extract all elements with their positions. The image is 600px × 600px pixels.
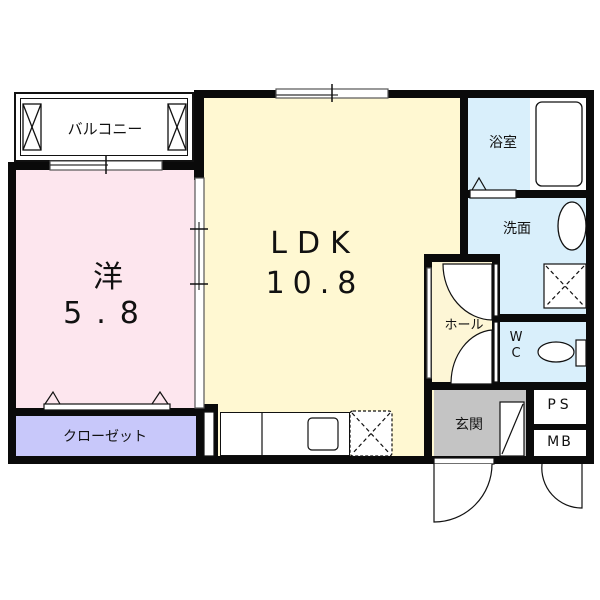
ldk-label: LDK	[270, 226, 360, 261]
toilet-label-w: W	[509, 330, 523, 345]
western-room	[14, 170, 196, 412]
ps-label: PS	[547, 397, 573, 413]
wall	[196, 408, 204, 460]
hall-door-icon	[426, 263, 499, 385]
wall	[586, 90, 594, 464]
toilet-label-c: C	[511, 346, 521, 361]
bathtub-icon	[535, 101, 583, 187]
bath-door-icon	[469, 176, 517, 199]
window-icon	[49, 84, 389, 409]
ps-box	[534, 388, 586, 424]
wall	[196, 90, 594, 98]
bathroom	[468, 98, 530, 190]
closet-door-icon	[43, 390, 171, 411]
kitchen-icon	[203, 410, 393, 457]
western-room-size: 5.8	[63, 296, 153, 331]
shoe-cabinet-icon	[499, 401, 525, 457]
wall	[194, 90, 204, 180]
balcony-label: バルコニー	[67, 120, 143, 138]
hall-label: ホール	[444, 318, 484, 333]
wall	[8, 408, 204, 416]
toilet-icon	[537, 339, 587, 367]
bathroom-label: 浴室	[489, 135, 517, 151]
balcony-storage-icon	[22, 103, 187, 151]
washing-machine-icon	[543, 263, 587, 309]
wall	[496, 314, 586, 322]
ldk-size: 10.8	[265, 266, 365, 301]
entrance-label: 玄関	[455, 417, 483, 433]
wall	[526, 382, 534, 464]
washroom-label: 洗面	[503, 221, 531, 237]
wall	[424, 254, 500, 262]
closet	[14, 415, 196, 457]
wall	[432, 382, 586, 390]
wall	[468, 190, 586, 198]
mb-label: MB	[547, 434, 573, 450]
wall	[8, 162, 16, 464]
wall	[8, 456, 594, 464]
ldk-room	[204, 98, 460, 460]
mb-box	[534, 430, 586, 456]
western-room-label: 洋	[93, 260, 123, 295]
wall	[460, 90, 468, 260]
kitchen-counter	[220, 412, 350, 456]
sink-icon	[557, 201, 587, 251]
closet-label: クローゼット	[63, 429, 147, 445]
balcony-inner	[20, 98, 188, 156]
wall	[534, 424, 586, 430]
entry-door-icon	[433, 457, 583, 523]
